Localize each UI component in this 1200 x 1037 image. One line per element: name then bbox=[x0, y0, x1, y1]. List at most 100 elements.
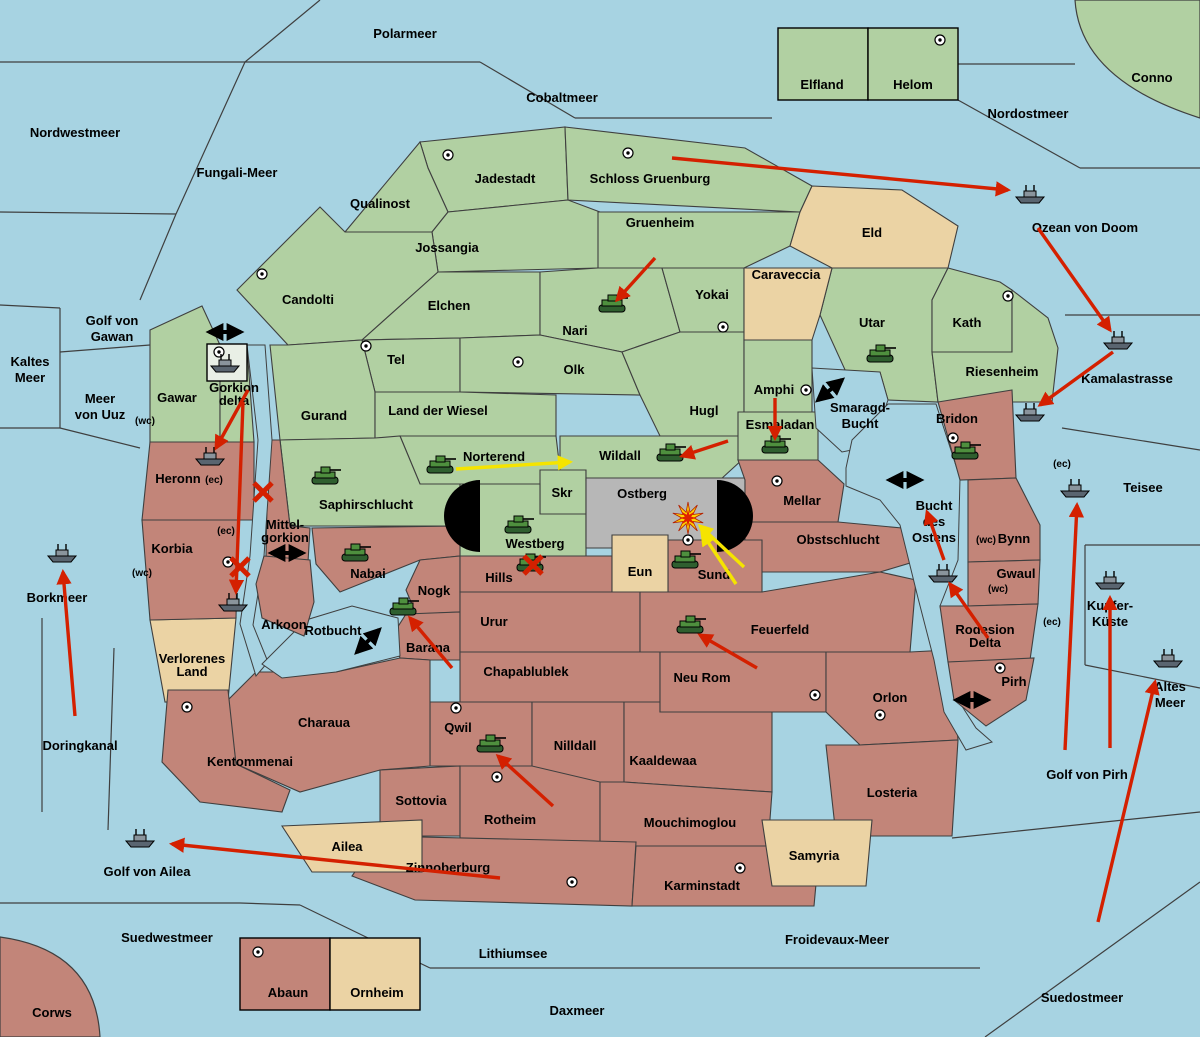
region-saphirschlucht[interactable] bbox=[279, 435, 461, 527]
sea-label-kaltes-meer: Meer bbox=[15, 370, 45, 385]
sea-border-line bbox=[59, 344, 151, 353]
ship-hull bbox=[209, 365, 241, 373]
region-bynn[interactable] bbox=[967, 477, 1041, 563]
region-kaaldewaa[interactable] bbox=[623, 701, 773, 793]
coast-tag: (ec) bbox=[217, 526, 235, 537]
attack-arrow bbox=[1036, 227, 1112, 333]
tank-unit[interactable] bbox=[476, 734, 506, 753]
sea-border-line bbox=[175, 61, 246, 215]
tank-turret bbox=[680, 550, 691, 558]
tank-unit[interactable] bbox=[426, 455, 456, 474]
ship-unit[interactable] bbox=[1094, 571, 1126, 590]
sea-label-bucht-des-ostens: Bucht bbox=[916, 498, 954, 513]
region-label-mittel-gorkion: gorkion bbox=[261, 530, 309, 545]
tank-unit[interactable] bbox=[866, 344, 896, 363]
region-caraveccia[interactable] bbox=[743, 267, 833, 341]
box-label-abaun: Abaun bbox=[268, 985, 309, 1000]
town-marker-center bbox=[185, 705, 189, 709]
region-eld[interactable] bbox=[789, 185, 959, 269]
region-korbia[interactable] bbox=[141, 519, 239, 621]
region-label-gwaul: Gwaul bbox=[996, 566, 1035, 581]
tank-unit[interactable] bbox=[504, 515, 534, 534]
ship-unit[interactable] bbox=[209, 354, 241, 373]
town-marker-center bbox=[495, 775, 499, 779]
region-label-urur: Urur bbox=[480, 614, 507, 629]
ferry-route-arrow bbox=[354, 627, 382, 655]
region-tel[interactable] bbox=[361, 337, 461, 393]
sea-border-line bbox=[957, 99, 1081, 169]
coast-tag: (ec) bbox=[205, 475, 223, 486]
ship-unit[interactable] bbox=[1102, 331, 1134, 350]
town-marker-center bbox=[804, 388, 808, 392]
ship-deckhouse bbox=[1111, 336, 1125, 344]
region-samyria[interactable] bbox=[761, 819, 873, 887]
ship-unit[interactable] bbox=[124, 829, 156, 848]
region-label-elchen: Elchen bbox=[428, 298, 471, 313]
town-marker-center bbox=[738, 866, 742, 870]
region-arkoon[interactable] bbox=[255, 555, 315, 637]
region-label-verlorenes-land: Verlorenes bbox=[159, 651, 226, 666]
region-jossangia[interactable] bbox=[431, 199, 601, 273]
region-amphi[interactable] bbox=[743, 339, 813, 413]
tank-unit[interactable] bbox=[389, 597, 419, 616]
tank-unit[interactable] bbox=[671, 550, 701, 569]
ship-unit[interactable] bbox=[1014, 185, 1046, 204]
tank-unit[interactable] bbox=[676, 615, 706, 634]
region-obstschlucht[interactable] bbox=[744, 521, 921, 573]
region-eun[interactable] bbox=[611, 534, 669, 593]
ship-unit[interactable] bbox=[1152, 649, 1184, 668]
region-label-rodesion-delta: Delta bbox=[969, 635, 1002, 650]
region-rodesion-delta[interactable] bbox=[939, 603, 1039, 663]
region-mellar[interactable] bbox=[737, 459, 845, 523]
tank-unit[interactable] bbox=[598, 294, 628, 313]
region-gurand[interactable] bbox=[269, 339, 376, 441]
region-gruenheim[interactable] bbox=[597, 211, 801, 269]
ship-hull bbox=[927, 575, 959, 583]
region-land-der-wiesel[interactable] bbox=[374, 391, 557, 439]
sea-label-teisee: Teisee bbox=[1123, 480, 1163, 495]
sea-border-line bbox=[239, 902, 301, 906]
town-marker-center bbox=[775, 479, 779, 483]
ship-deckhouse bbox=[1068, 484, 1082, 492]
town-marker-center bbox=[226, 560, 230, 564]
ship-unit[interactable] bbox=[194, 447, 226, 466]
tank-turret bbox=[665, 443, 676, 451]
ship-unit[interactable] bbox=[1014, 403, 1046, 422]
sea-border-line bbox=[0, 304, 61, 309]
region-label-hills: Hills bbox=[485, 570, 512, 585]
region-wildall[interactable] bbox=[559, 435, 745, 481]
region-rotheim[interactable] bbox=[459, 765, 601, 843]
region-kentommenai[interactable] bbox=[161, 689, 291, 813]
box-ornheim[interactable] bbox=[329, 937, 421, 1011]
ship-hull bbox=[1014, 414, 1046, 422]
sea-label-golf-von-gawan: Golf von bbox=[86, 313, 139, 328]
tank-unit[interactable] bbox=[341, 543, 371, 562]
region-label-gawar: Gawar bbox=[157, 390, 197, 405]
tank-turret bbox=[607, 294, 618, 302]
ship-unit[interactable] bbox=[1059, 479, 1091, 498]
sea-label-rotbucht: Rotbucht bbox=[304, 623, 362, 638]
region-label-amphi: Amphi bbox=[754, 382, 794, 397]
region-label-tel: Tel bbox=[387, 352, 405, 367]
ship-deckhouse bbox=[1103, 576, 1117, 584]
sea-label-polarmeer: Polarmeer bbox=[373, 26, 437, 41]
region-mouchimoglou[interactable] bbox=[599, 781, 773, 847]
support-arrow bbox=[700, 530, 738, 585]
tank-unit[interactable] bbox=[951, 441, 981, 460]
sea-border-line bbox=[951, 811, 1200, 839]
ship-hull bbox=[46, 555, 78, 563]
sea-label-ozean-von-doom: Ozean von Doom bbox=[1032, 220, 1138, 235]
attack-arrow bbox=[614, 256, 657, 303]
region-label-rodesion-delta: Rodesion bbox=[955, 622, 1014, 637]
attack-arrow bbox=[214, 389, 250, 451]
tank-unit[interactable] bbox=[311, 466, 341, 485]
sea-label-cobaltmeer: Cobaltmeer bbox=[526, 90, 598, 105]
attack-arrow bbox=[1037, 350, 1114, 407]
region-label-samyria: Samyria bbox=[789, 848, 840, 863]
ship-hull bbox=[1014, 196, 1046, 204]
ship-unit[interactable] bbox=[46, 544, 78, 563]
tank-turret bbox=[875, 344, 886, 352]
sea-label-meer-von-uuz: Meer bbox=[85, 391, 115, 406]
